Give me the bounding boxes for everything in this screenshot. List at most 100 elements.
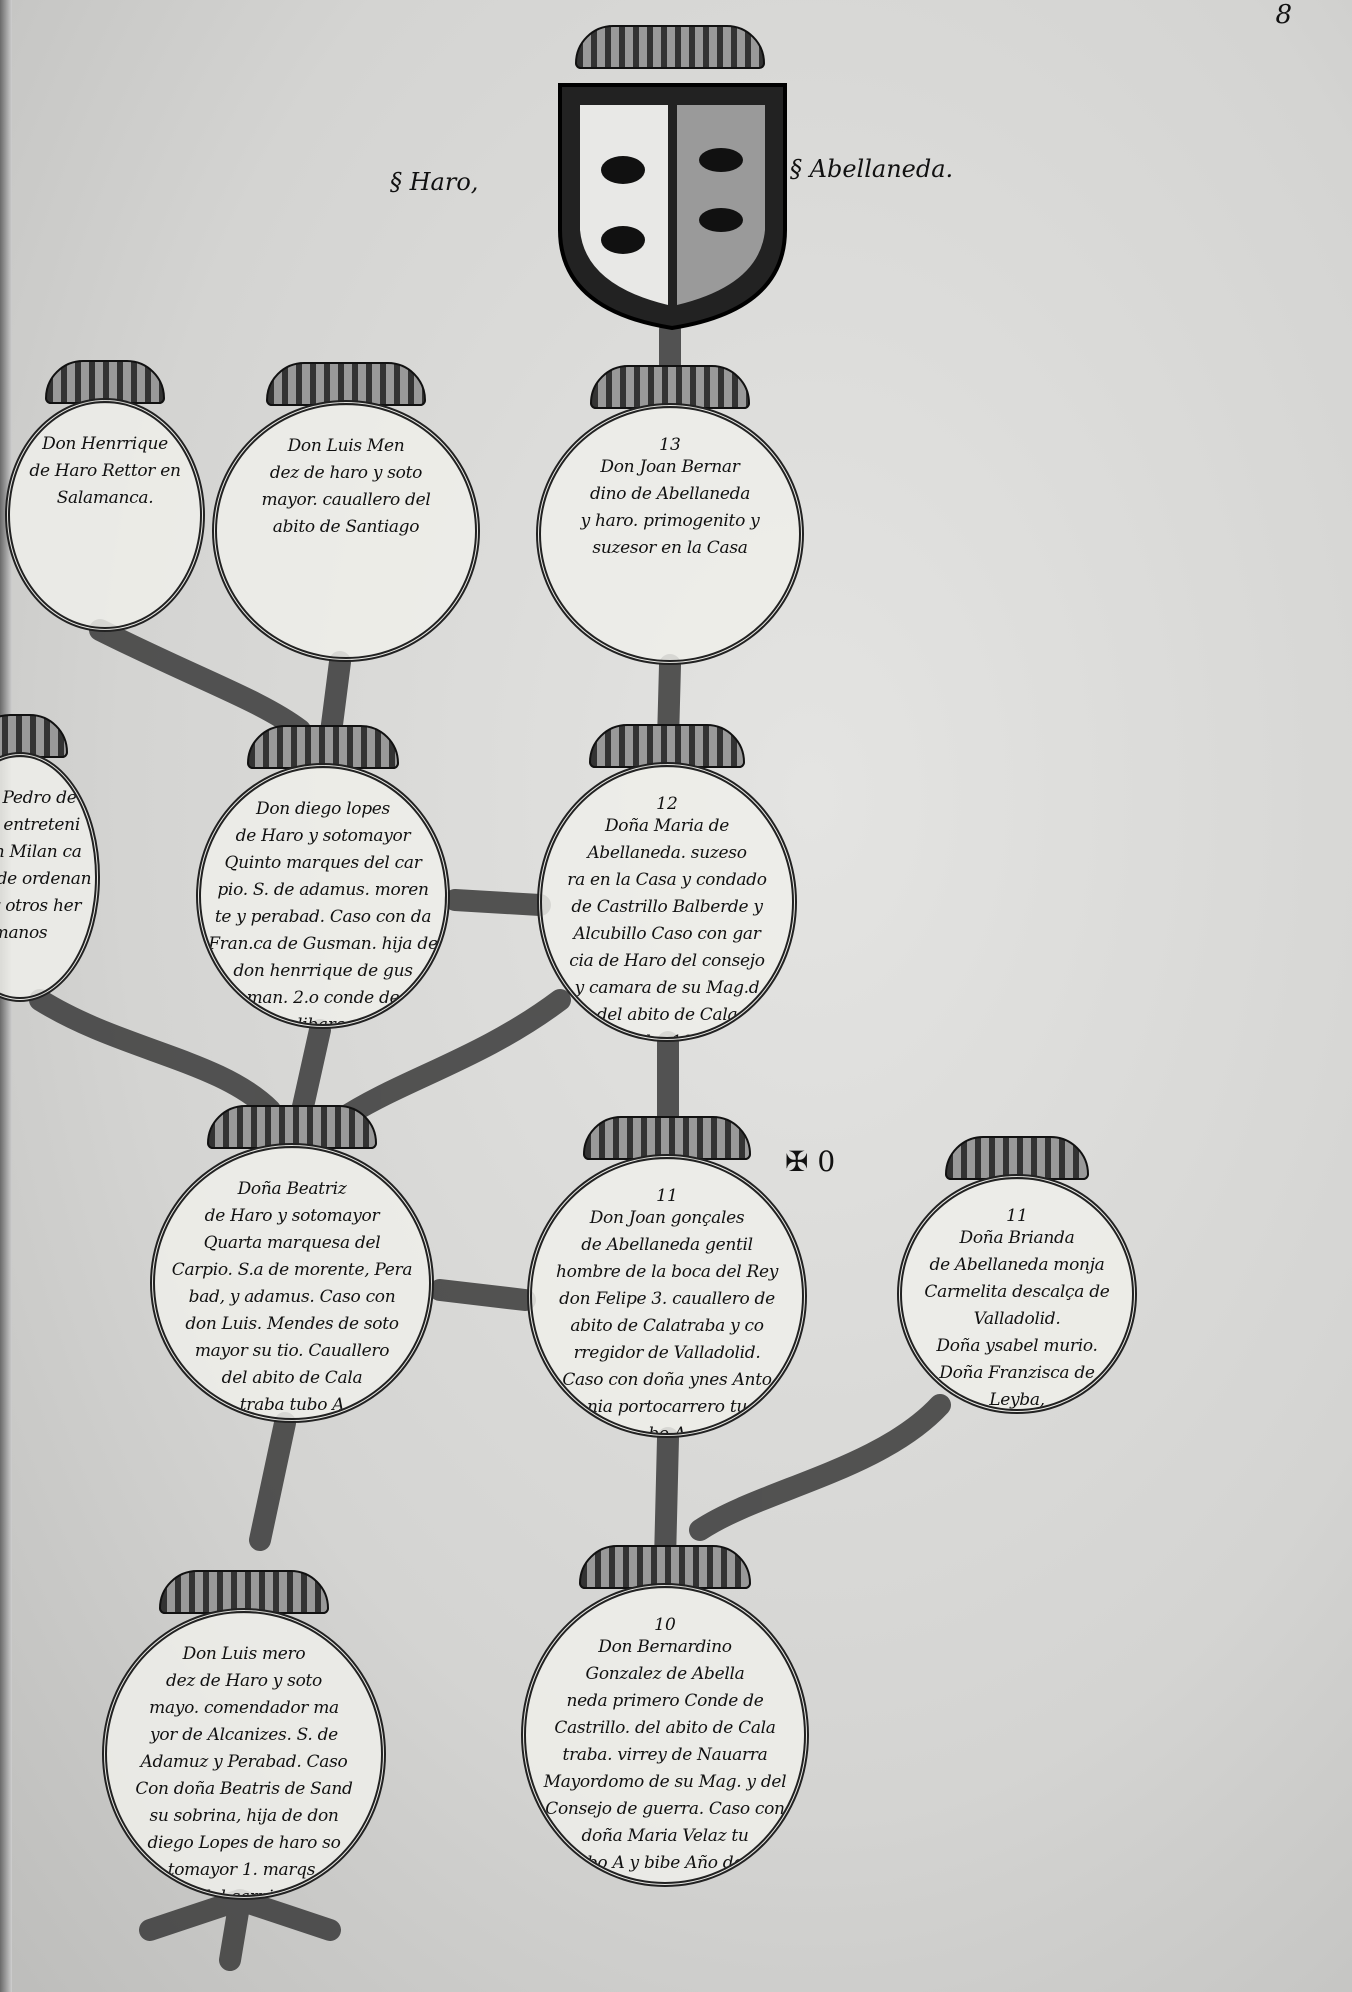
branch-11-to-10: [654, 1427, 679, 1571]
node-text-line: Gonzalez de Abella: [585, 1664, 745, 1684]
node-text-line: del carpio.: [200, 1887, 288, 1900]
marriage-link-beatriz-joan: [429, 1279, 536, 1311]
node-text-line: don Luis. Mendes de soto: [185, 1314, 399, 1334]
generation-number: 11: [1006, 1206, 1028, 1226]
node-text-line: Quarta marquesa del: [203, 1233, 381, 1253]
crown-icon: [945, 1136, 1089, 1180]
node-text-line: traba tubo A: [239, 1395, 345, 1415]
node-text-line: suzesor en la Casa: [592, 538, 748, 558]
node-text-line: Don diego lopes: [256, 799, 390, 819]
coat-of-arms-shield-icon: [558, 83, 787, 330]
lineage-label-abellaneda: § Abellaneda.: [790, 155, 954, 183]
node-text-line: Valladolid.: [973, 1309, 1061, 1329]
node-text-line: yor de Alcanizes. S. de: [150, 1725, 338, 1745]
node-text-line: del abito de Cala: [596, 1005, 738, 1025]
node-text-line: y haro. primogenito y: [580, 511, 760, 531]
node-text-line: abito de Santiago: [272, 517, 420, 537]
node-text-line: dez de Haro y soto: [165, 1671, 322, 1691]
node-text-line: Mayordomo de su Mag. y del: [543, 1772, 787, 1792]
branch-henrrique: [89, 619, 311, 741]
node-text-line: Doña Brianda: [959, 1228, 1075, 1248]
node-text-line: Doña Franzisca de: [939, 1363, 1095, 1383]
node-text-line: mayor. cauallero del: [261, 490, 431, 510]
node-text-line: Doña ysabel murio.: [936, 1336, 1098, 1356]
page-number: 8: [1275, 0, 1292, 30]
node-text-line: de Castrillo Balberde y: [571, 897, 763, 917]
crown-icon: [575, 25, 765, 69]
node-text-line: mayo. comendador ma: [149, 1698, 339, 1718]
generation-number: 13: [659, 435, 681, 455]
node-text-line: Don Luis mero: [182, 1644, 306, 1664]
node-text-line: hombre de la boca del Rey: [555, 1262, 779, 1282]
node-text-line: ra en la Casa y condado: [567, 870, 767, 890]
node-text-line: Don Henrrique: [42, 434, 168, 454]
node-text-line: abito de Calatraba y co: [570, 1316, 764, 1336]
node-text-line: bo A: [648, 1424, 686, 1438]
crown-icon: [583, 1116, 751, 1160]
node-text-line: de Haro y sotomayor: [235, 826, 411, 846]
node-text-line: manos: [0, 923, 48, 943]
node-text-line: bad, y adamus. Caso con: [188, 1287, 396, 1307]
node-text-line: Fran.ca de Gusman. hija de: [208, 934, 438, 954]
node-text-line: de Abellaneda gentil: [581, 1235, 753, 1255]
node-text-line: Doña Maria de: [604, 816, 730, 836]
node-luis-mendez-de-haro: Don Luis Men dez de haro y soto mayor. cau…: [212, 400, 480, 662]
node-text-line: Abellaneda. suzeso: [587, 843, 747, 863]
crown-icon: [0, 714, 68, 758]
branch-pedro: [29, 989, 281, 1121]
node-text-line: dez de haro y soto: [269, 463, 423, 483]
generation-number: 12: [656, 794, 678, 814]
node-text-line: Doña Beatriz: [237, 1179, 347, 1199]
node-text-line: te y perabad. Caso con da: [214, 907, 432, 927]
generation-number: 11: [656, 1186, 678, 1206]
node-text-line: de Haro y sotomayor: [204, 1206, 380, 1226]
node-text-line: cia de Haro del consejo: [569, 951, 765, 971]
generation-number: 10: [654, 1615, 676, 1635]
node-text-line: Carpio. S.a de morente, Pera: [171, 1260, 413, 1280]
node-text-line: Alcubillo Caso con gar: [573, 924, 761, 944]
node-text-line: don Felipe 3. cauallero de: [559, 1289, 775, 1309]
node-text-line: bo A y bibe Año de: [586, 1853, 744, 1873]
node-text-line: haro entreteni: [0, 815, 80, 835]
node-text-line: Salamanca.: [56, 488, 154, 508]
node-text-line: Don Bernardino: [598, 1637, 732, 1657]
node-text-line: neda primero Conde de: [566, 1691, 764, 1711]
node-text-line: Caso con doña ynes Anto: [562, 1370, 772, 1390]
node-text-line: Leyba,: [989, 1390, 1045, 1410]
node-text-line: traba 1625: [621, 1032, 713, 1042]
crown-icon: [246, 725, 400, 769]
node-text-line: Don Joan Bernar: [600, 457, 740, 477]
node-text-line: traba. virrey de Nauarra: [562, 1745, 768, 1765]
node-text-line: don henrrique de gus: [233, 961, 413, 981]
node-text-line: dino de Abellaneda: [589, 484, 751, 504]
node-text-line: man. 2.o conde de: [246, 988, 400, 1008]
node-text-line: zas y otros her: [0, 896, 82, 916]
node-text-line: diego Lopes de haro so: [147, 1833, 341, 1853]
node-text-line: Quinto marques del car: [224, 853, 422, 873]
lineage-label-haro: § Haro,: [390, 168, 479, 196]
node-luis-mendez-de-haro-2: Don Luis mero dez de Haro y soto mayo. com…: [102, 1608, 386, 1900]
node-text-line: rregidor de Valladolid.: [573, 1343, 761, 1363]
node-text-line: Carmelita descalça de: [924, 1282, 1110, 1302]
marriage-link-diego-maria: [444, 889, 551, 916]
node-text-line: su sobrina, hija de don: [149, 1806, 339, 1826]
node-text-line: pitan de ordenan: [0, 869, 92, 889]
node-text-line: y camara de su Mag.d: [574, 978, 760, 998]
node-text-line: do en Milan ca: [0, 842, 82, 862]
node-text-line: mayor su tio. Cauallero: [194, 1341, 390, 1361]
node-text-line: Don Luis Men: [287, 436, 405, 456]
node-text-line: olibares.: [287, 1015, 359, 1029]
node-text-line: Don Pedro de: [0, 788, 77, 808]
node-text-line: nia portocarrero tu: [586, 1397, 748, 1417]
branch-brianda: [689, 1394, 951, 1541]
annotation-cross-mark: ✠ 0: [785, 1145, 836, 1178]
node-text-line: doña Maria Velaz tu: [581, 1826, 749, 1846]
node-text-line: Castrillo. del abito de Cala: [554, 1718, 776, 1738]
